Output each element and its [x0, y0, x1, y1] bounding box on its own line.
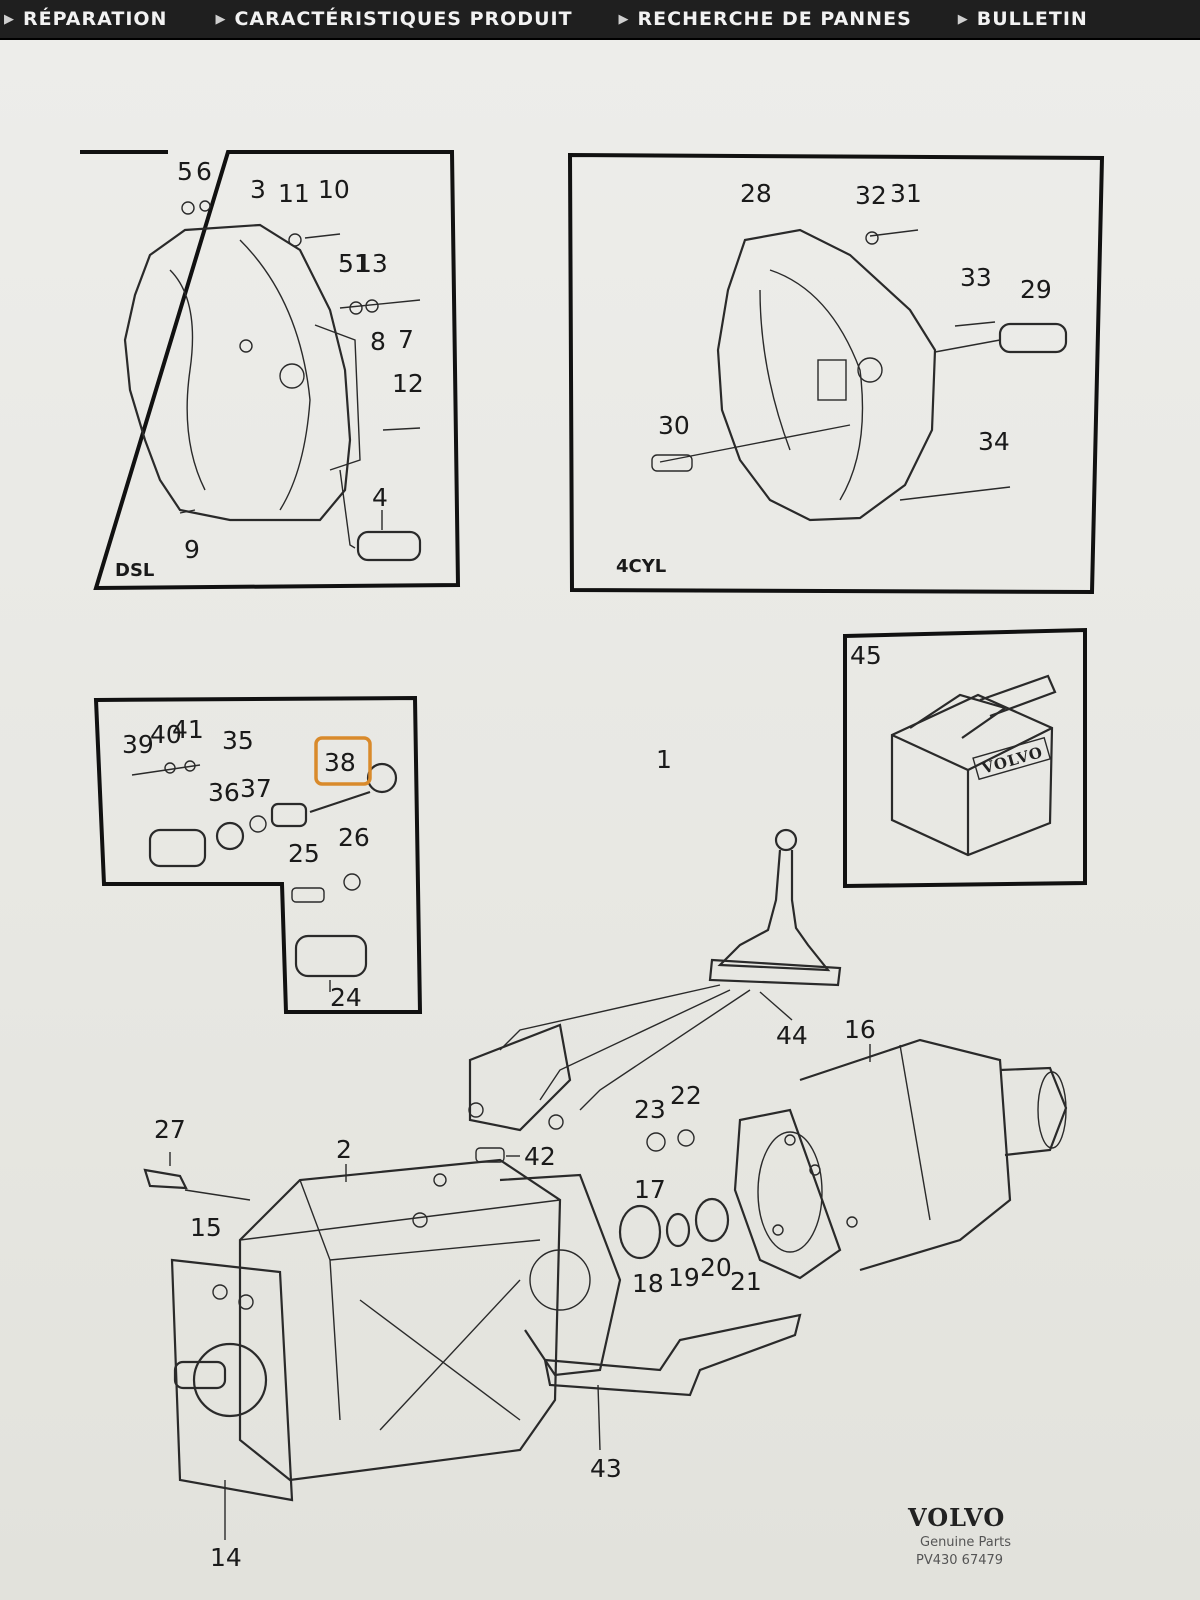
- callout-13[interactable]: 13: [356, 249, 388, 278]
- nav-item-label: BULLETIN: [976, 8, 1088, 30]
- callout-28[interactable]: 28: [740, 179, 772, 208]
- main-assembly: 1 44 43 27 2: [143, 745, 1068, 1572]
- callout-16[interactable]: 16: [844, 1015, 876, 1044]
- callout-2[interactable]: 2: [336, 1135, 352, 1164]
- callout-20[interactable]: 20: [700, 1253, 732, 1282]
- volvo-genuine-parts-mark: VOLVO Genuine Parts PV430 67479: [907, 1503, 1011, 1568]
- callout-18[interactable]: 18: [632, 1269, 664, 1298]
- callout-8[interactable]: 8: [370, 327, 386, 356]
- nav-item-recherche[interactable]: ▶ RECHERCHE DE PANNES: [619, 8, 930, 30]
- callout-4[interactable]: 4: [372, 483, 388, 512]
- callout-43[interactable]: 43: [590, 1454, 622, 1483]
- nav-item-reparation[interactable]: ▶ RÉPARATION: [4, 8, 185, 30]
- callout-10[interactable]: 10: [318, 175, 350, 204]
- callout-14[interactable]: 14: [210, 1543, 242, 1572]
- callout-11[interactable]: 11: [278, 179, 310, 208]
- callout-3[interactable]: 3: [250, 175, 266, 204]
- callout-22[interactable]: 22: [670, 1081, 702, 1110]
- nav-item-label: CARACTÉRISTIQUES PRODUIT: [234, 8, 573, 30]
- callout-26[interactable]: 26: [338, 823, 370, 852]
- nav-item-label: RÉPARATION: [23, 8, 168, 30]
- chevron-right-icon: ▶: [215, 11, 227, 27]
- chevron-right-icon: ▶: [957, 11, 969, 27]
- footer-brand: VOLVO: [907, 1503, 1005, 1532]
- callout-45[interactable]: 45: [850, 641, 882, 670]
- callout-6[interactable]: 6: [196, 157, 212, 186]
- callout-23[interactable]: 23: [634, 1095, 666, 1124]
- callout-39[interactable]: 39: [122, 730, 154, 759]
- callout-32[interactable]: 32: [855, 181, 887, 210]
- callout-44[interactable]: 44: [776, 1021, 808, 1050]
- callout-51[interactable]: 51: [338, 249, 370, 278]
- chevron-right-icon: ▶: [618, 11, 630, 27]
- callout-30[interactable]: 30: [658, 411, 690, 440]
- callout-29[interactable]: 29: [1020, 275, 1052, 304]
- callout-21[interactable]: 21: [730, 1267, 762, 1296]
- callout-15[interactable]: 15: [190, 1213, 222, 1242]
- nav-item-caracteristiques[interactable]: ▶ CARACTÉRISTIQUES PRODUIT: [215, 8, 590, 30]
- callout-27[interactable]: 27: [154, 1115, 186, 1144]
- callout-35[interactable]: 35: [222, 726, 254, 755]
- nav-item-label: RECHERCHE DE PANNES: [637, 8, 912, 30]
- callout-5[interactable]: 5: [177, 157, 193, 186]
- speedo-gear-panel: 39 40 41 35 36 37 38 25 26 24: [93, 695, 423, 1014]
- callout-42[interactable]: 42: [524, 1142, 556, 1171]
- box-label-4cyl: 4CYL: [616, 556, 666, 577]
- footer-ref: PV430 67479: [916, 1553, 1003, 1568]
- callout-40[interactable]: 40: [150, 720, 182, 749]
- callout-1[interactable]: 1: [656, 745, 672, 774]
- footer-subtitle: Genuine Parts: [920, 1535, 1011, 1550]
- box-label-dsl: DSL: [115, 560, 154, 581]
- parts-diagram: 5 6 3 11 10 51 13 8 7 12 4 9 DSL 28 32 3…: [80, 150, 1105, 1572]
- callout-31[interactable]: 31: [890, 179, 922, 208]
- top-navigation: ▶ RÉPARATION ▶ CARACTÉRISTIQUES PRODUIT …: [0, 0, 1200, 40]
- callout-41[interactable]: 41: [172, 715, 204, 744]
- callout-12[interactable]: 12: [392, 369, 424, 398]
- callout-9[interactable]: 9: [184, 535, 200, 564]
- part-highlight-box[interactable]: [314, 736, 372, 786]
- callout-33[interactable]: 33: [960, 263, 992, 292]
- callout-7[interactable]: 7: [398, 325, 414, 354]
- chevron-right-icon: ▶: [4, 11, 15, 27]
- callout-38[interactable]: 38: [324, 748, 356, 777]
- nav-item-bulletin[interactable]: ▶ BULLETIN: [958, 8, 1106, 30]
- callout-37[interactable]: 37: [240, 774, 272, 803]
- callout-36[interactable]: 36: [208, 778, 240, 807]
- callout-34[interactable]: 34: [978, 427, 1010, 456]
- callout-25[interactable]: 25: [288, 839, 320, 868]
- callout-17[interactable]: 17: [634, 1175, 666, 1204]
- diagram-viewer[interactable]: 5 6 3 11 10 51 13 8 7 12 4 9 DSL 28 32 3…: [0, 40, 1200, 1600]
- callout-19[interactable]: 19: [668, 1263, 700, 1292]
- part-45-panel: VOLVO 45: [843, 627, 1087, 889]
- four-cyl-panel: 28 32 31 33 29 30 34 4CYL: [567, 152, 1105, 595]
- callout-24[interactable]: 24: [330, 983, 362, 1012]
- dsl-panel: 5 6 3 11 10 51 13 8 7 12 4 9 DSL: [80, 150, 461, 591]
